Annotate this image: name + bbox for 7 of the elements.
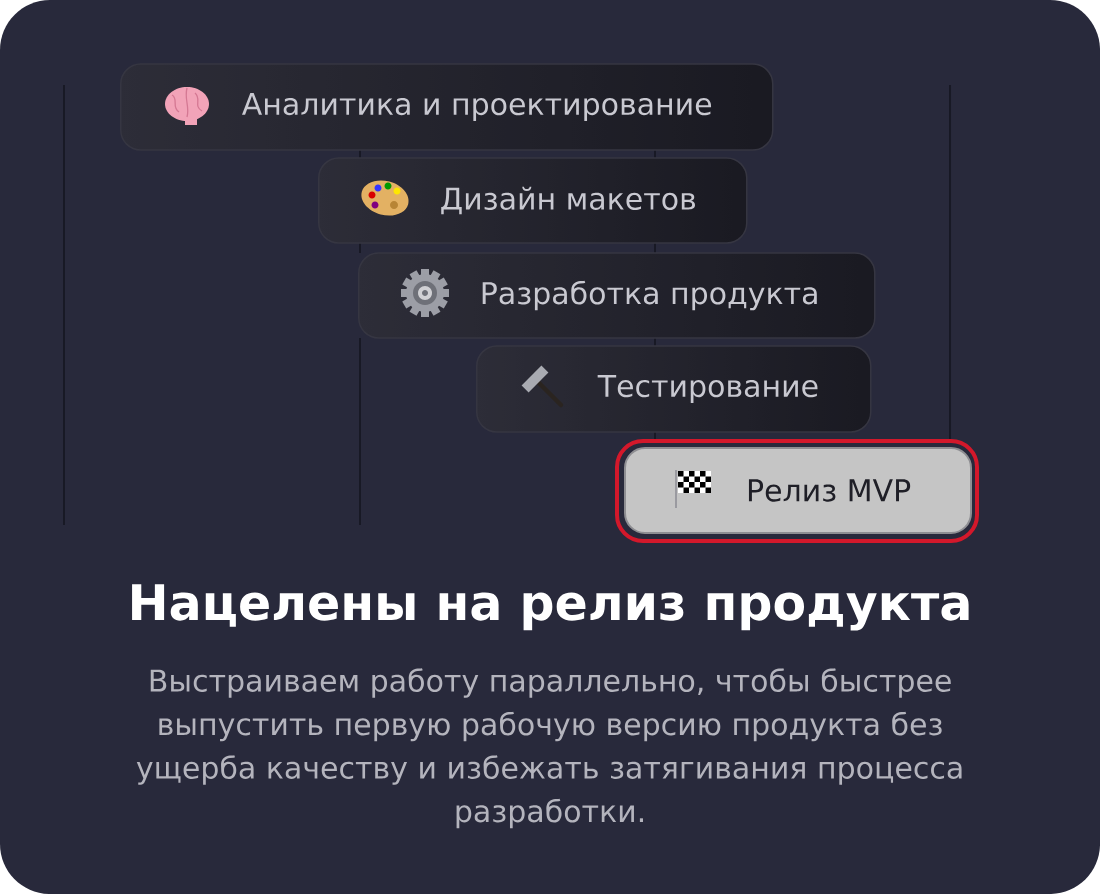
heading: Нацелены на релиз продукта <box>132 584 969 631</box>
task-bar: Аналитика и проектирование <box>120 63 774 151</box>
task-bar: Дизайн макетов <box>318 157 748 244</box>
highlighted-bar: Релиз MVP <box>615 439 979 543</box>
description-text: Выстраиваем работу параллельно, чтобы быстрее выпустить первую рабочую версию продукта без ущерба качеству и избежать затягивания процесса разработки. <box>136 668 962 829</box>
task-bar: Разработка продукта <box>358 252 876 339</box>
task-bar: Тестирование <box>476 345 872 433</box>
